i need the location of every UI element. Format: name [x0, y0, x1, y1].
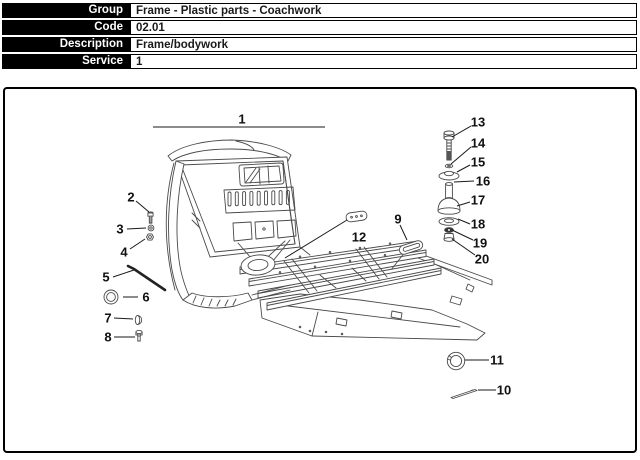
callout-4: 4	[120, 245, 128, 260]
row-value-description: Frame/bodywork	[130, 37, 637, 52]
callout-15: 15	[471, 155, 485, 170]
row-label-group: Group	[2, 3, 130, 18]
header-table: Group Frame - Plastic parts - Coachwork …	[2, 3, 637, 71]
part-4-nut	[146, 233, 154, 241]
callout-13: 13	[471, 115, 485, 130]
callout-10: 10	[497, 383, 511, 398]
part-9-bracket	[391, 240, 424, 270]
callout-6: 6	[142, 290, 149, 305]
callout-labels: 1 2 3 4 5 6 7 8 9 10 11 12 13 14 15 16 1…	[102, 112, 511, 398]
callout-19: 19	[473, 236, 487, 251]
callout-2: 2	[127, 190, 134, 205]
row-value-service: 1	[130, 54, 637, 69]
part-10-strip	[450, 389, 478, 399]
part-3-washer	[147, 224, 155, 232]
part-6-ring	[103, 289, 119, 305]
callout-20: 20	[475, 252, 489, 267]
callout-12: 12	[352, 230, 366, 245]
callout-11: 11	[490, 353, 504, 368]
callout-18: 18	[471, 217, 485, 232]
flatbed-frame-drawing	[239, 240, 493, 341]
table-row-code: Code 02.01	[2, 20, 637, 35]
callout-14: 14	[471, 136, 486, 151]
callout-9: 9	[394, 212, 401, 227]
part-14-washer	[444, 163, 454, 169]
part-11-grommet	[446, 351, 466, 371]
part-15-cup-washer	[438, 170, 460, 181]
part-5-rod	[126, 264, 167, 292]
callout-3: 3	[116, 222, 123, 237]
part-18-cup-washer	[438, 217, 460, 226]
part-2-screw	[147, 211, 154, 224]
row-label-code: Code	[2, 20, 130, 35]
callout-7: 7	[104, 311, 111, 326]
table-row-service: Service 1	[2, 54, 637, 69]
callout-5: 5	[102, 270, 109, 285]
row-label-service: Service	[2, 54, 130, 69]
table-row-description: Description Frame/bodywork	[2, 37, 637, 52]
row-value-group: Frame - Plastic parts - Coachwork	[130, 3, 637, 18]
callout-8: 8	[104, 330, 111, 345]
leader-lines	[112, 125, 496, 391]
part-17-buffer	[437, 197, 461, 215]
part-19-washer-nut	[444, 227, 454, 233]
table-row-group: Group Frame - Plastic parts - Coachwork	[2, 3, 637, 18]
part-8-rivet	[135, 329, 143, 342]
cab-drawing	[165, 139, 311, 309]
callout-1: 1	[238, 112, 245, 127]
part-7-cap	[134, 314, 143, 326]
row-value-code: 02.01	[130, 20, 637, 35]
part-12-plate	[345, 210, 368, 223]
callout-17: 17	[471, 193, 485, 208]
callout-16: 16	[476, 174, 490, 189]
row-label-description: Description	[2, 37, 130, 52]
part-20-nut	[443, 233, 455, 242]
part-13-bolt	[443, 130, 455, 161]
